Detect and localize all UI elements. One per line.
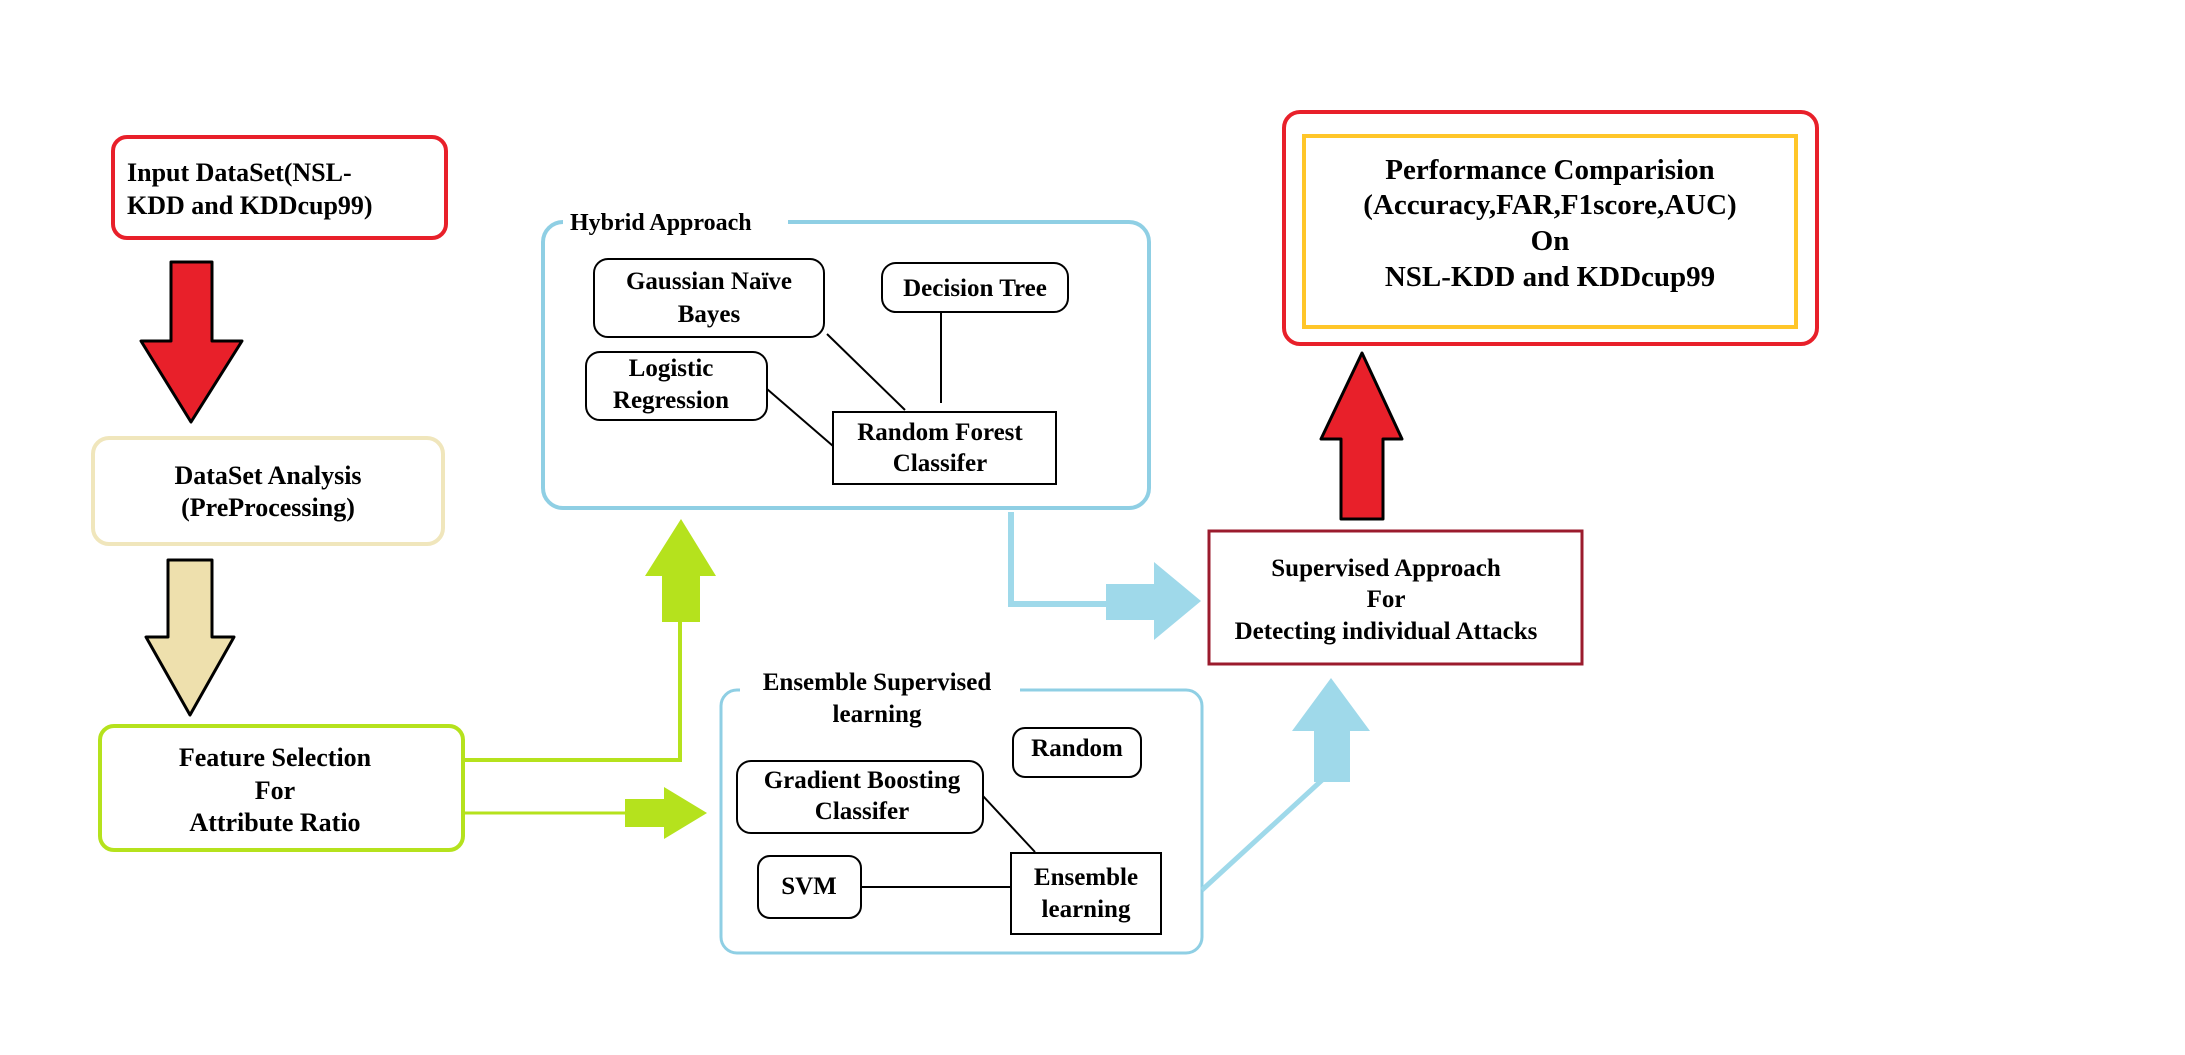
supervised-approach-node: Supervised Approach For Detecting indivi… (1207, 529, 1584, 666)
gradient-boosting-box (736, 760, 984, 834)
ensemble-learning-box (1010, 852, 1162, 935)
hybrid-title-bg (563, 206, 788, 238)
logistic-line2: Regression (613, 387, 729, 414)
input-dataset-box (111, 135, 448, 240)
decision-tree-node: Decision Tree (881, 262, 1069, 313)
random-node: Random (1012, 727, 1142, 778)
connector-ensemble-to-supervised (1200, 768, 1335, 892)
arrow-hybrid-to-supervised (1106, 562, 1201, 640)
ensemble-learning-node: Ensemble learning (1010, 852, 1162, 935)
feature-selection-line1: Feature Selection (179, 743, 372, 772)
svm-node: SVM (757, 855, 862, 919)
feature-selection-line2: For (255, 776, 295, 805)
connector-hybrid-to-supervised (1008, 512, 1108, 607)
dataset-analysis-node: DataSet Analysis (PreProcessing) (91, 436, 445, 546)
input-dataset-node: Input DataSet(NSL- KDD and KDDcup99) (111, 135, 448, 240)
link-gaussian-randomforest (826, 333, 906, 411)
gaussian-line2: Bayes (678, 301, 741, 328)
random-forest-node: Random Forest Classifer (832, 411, 1057, 485)
svm-label: SVM (781, 873, 837, 900)
supervised-approach-box (1207, 529, 1584, 666)
decision-tree-label: Decision Tree (903, 275, 1047, 302)
performance-line1: Performance Comparision (1385, 154, 1714, 186)
svm-box (757, 855, 862, 919)
logistic-node: Logistic Regression (585, 351, 768, 421)
ensemble-title-line2: learning (833, 701, 922, 728)
performance-line4: NSL-KDD and KDDcup99 (1385, 261, 1715, 293)
dataset-analysis-box (91, 436, 445, 546)
performance-line3: On (1531, 225, 1570, 257)
ensemble-group: Ensemble Supervised learning Random Grad… (719, 664, 1204, 955)
supervised-approach-line2: For (1367, 586, 1406, 613)
random-forest-box (832, 411, 1057, 485)
decision-tree-box (881, 262, 1069, 313)
arrow-analysis-to-feature (144, 558, 236, 717)
input-dataset-line2: KDD and KDDcup99) (127, 191, 373, 220)
feature-selection-node: Feature Selection For Attribute Ratio (98, 724, 465, 852)
gradient-boosting-line1: Gradient Boosting (764, 767, 961, 794)
gaussian-line1: Gaussian Naïve (626, 268, 792, 295)
arrow-supervised-to-performance (1319, 351, 1404, 521)
gaussian-node: Gaussian Naïve Bayes (593, 258, 825, 338)
hybrid-title: Hybrid Approach (570, 210, 752, 236)
ensemble-title-bg (740, 664, 1020, 730)
random-label: Random (1031, 735, 1123, 762)
logistic-line1: Logistic (629, 355, 714, 382)
ensemble-learning-line2: learning (1042, 896, 1131, 923)
performance-line2: (Accuracy,FAR,F1score,AUC) (1363, 189, 1736, 221)
gradient-boosting-line2: Classifer (815, 798, 909, 825)
ensemble-title-line1: Ensemble Supervised (763, 669, 992, 696)
link-logistic-randomforest (766, 388, 834, 447)
supervised-approach-line3: Detecting individual Attacks (1235, 618, 1538, 645)
arrow-feature-to-hybrid (645, 519, 716, 622)
arrow-input-to-analysis (139, 260, 244, 424)
gaussian-box (593, 258, 825, 338)
ensemble-learning-line1: Ensemble (1034, 864, 1138, 891)
arrow-feature-to-ensemble (625, 787, 707, 839)
connector-feature-to-hybrid (465, 620, 682, 762)
input-dataset-line1: Input DataSet(NSL- (127, 158, 352, 187)
random-forest-line2: Classifer (893, 450, 987, 477)
gradient-boosting-node: Gradient Boosting Classifer (736, 760, 984, 834)
performance-inner-box (1302, 134, 1798, 329)
arrow-ensemble-to-supervised (1292, 678, 1370, 782)
supervised-approach-line1: Supervised Approach (1271, 555, 1501, 582)
performance-node: Performance Comparision (Accuracy,FAR,F1… (1282, 110, 1819, 346)
dataset-analysis-line1: DataSet Analysis (174, 461, 361, 490)
link-gradient-ensemble (982, 795, 1036, 853)
feature-selection-box (98, 724, 465, 852)
random-box (1012, 727, 1142, 778)
random-forest-line1: Random Forest (857, 419, 1023, 446)
logistic-box (585, 351, 768, 421)
feature-selection-line3: Attribute Ratio (189, 808, 360, 837)
dataset-analysis-line2: (PreProcessing) (181, 493, 355, 522)
hybrid-approach-group: Hybrid Approach Gaussian Naïve Bayes Dec… (541, 206, 1151, 510)
